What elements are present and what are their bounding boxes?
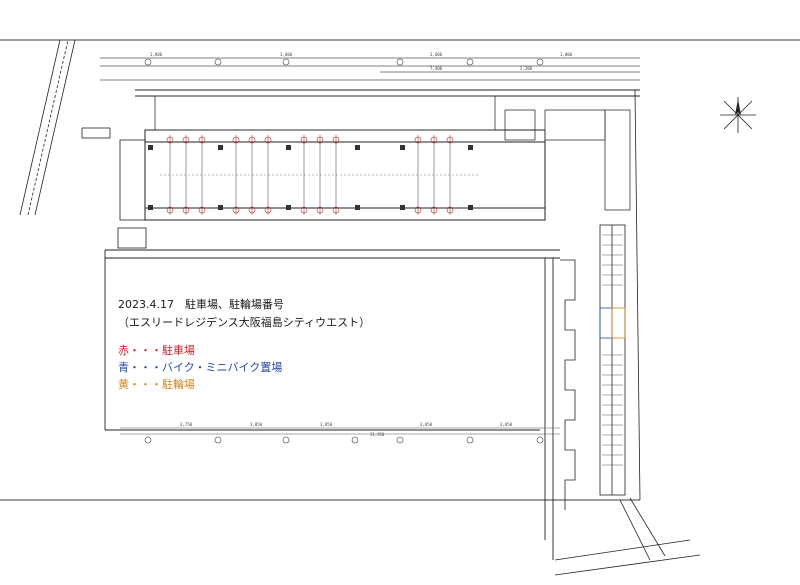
legend-blue-bike: 青・・・バイク・ミニバイク置場 xyxy=(118,361,283,374)
site-boundary xyxy=(104,249,560,560)
parking-numbers-top xyxy=(166,136,454,144)
legend-orange-bicycle: 黄・・・駐輪場 xyxy=(118,378,195,391)
svg-text:7,400: 7,400 xyxy=(430,66,443,71)
left-annex xyxy=(81,127,147,249)
grid-markers xyxy=(144,58,544,444)
svg-text:31,950: 31,950 xyxy=(370,432,385,437)
bottom-dimension-text: 3,750 3,850 3,850 3,850 3,850 31,950 xyxy=(180,422,513,437)
svg-text:3,600: 3,600 xyxy=(430,52,443,57)
svg-text:3,600: 3,600 xyxy=(280,52,293,57)
bike-rack-rows xyxy=(602,234,623,466)
svg-text:3,850: 3,850 xyxy=(500,422,513,427)
bottom-dimension-line xyxy=(120,427,560,435)
svg-text:3,850: 3,850 xyxy=(320,422,333,427)
legend-box: 2023.4.17 駐車場、駐輪場番号 （エスリードレジデンス大阪福島シティウエ… xyxy=(118,298,370,409)
building-main xyxy=(135,89,640,221)
parking-numbers-bottom xyxy=(166,206,454,214)
svg-text:1,800: 1,800 xyxy=(560,52,573,57)
legend-subtitle: （エスリードレジデンス大阪福島シティウエスト） xyxy=(118,316,371,329)
upper-band xyxy=(154,95,631,211)
top-dimension-text: 1,800 3,600 3,600 1,800 7,400 2,200 xyxy=(150,52,573,71)
svg-text:3,850: 3,850 xyxy=(420,422,433,427)
top-dimension-lines xyxy=(100,57,640,81)
svg-text:1,800: 1,800 xyxy=(150,52,163,57)
svg-text:3,850: 3,850 xyxy=(250,422,263,427)
legend-date-title: 2023.4.17 駐車場、駐輪場番号 xyxy=(118,298,284,311)
svg-text:3,750: 3,750 xyxy=(180,422,193,427)
right-wing xyxy=(560,89,641,510)
north-arrow-icon xyxy=(718,95,758,135)
legend-red-parking: 赤・・・駐車場 xyxy=(118,344,195,357)
sheet-frame xyxy=(0,39,800,501)
bike-area-highlight xyxy=(599,307,626,339)
railway-lines xyxy=(19,39,76,216)
svg-text:2,200: 2,200 xyxy=(520,66,533,71)
road-lines xyxy=(554,497,701,576)
structural-columns xyxy=(148,145,473,210)
